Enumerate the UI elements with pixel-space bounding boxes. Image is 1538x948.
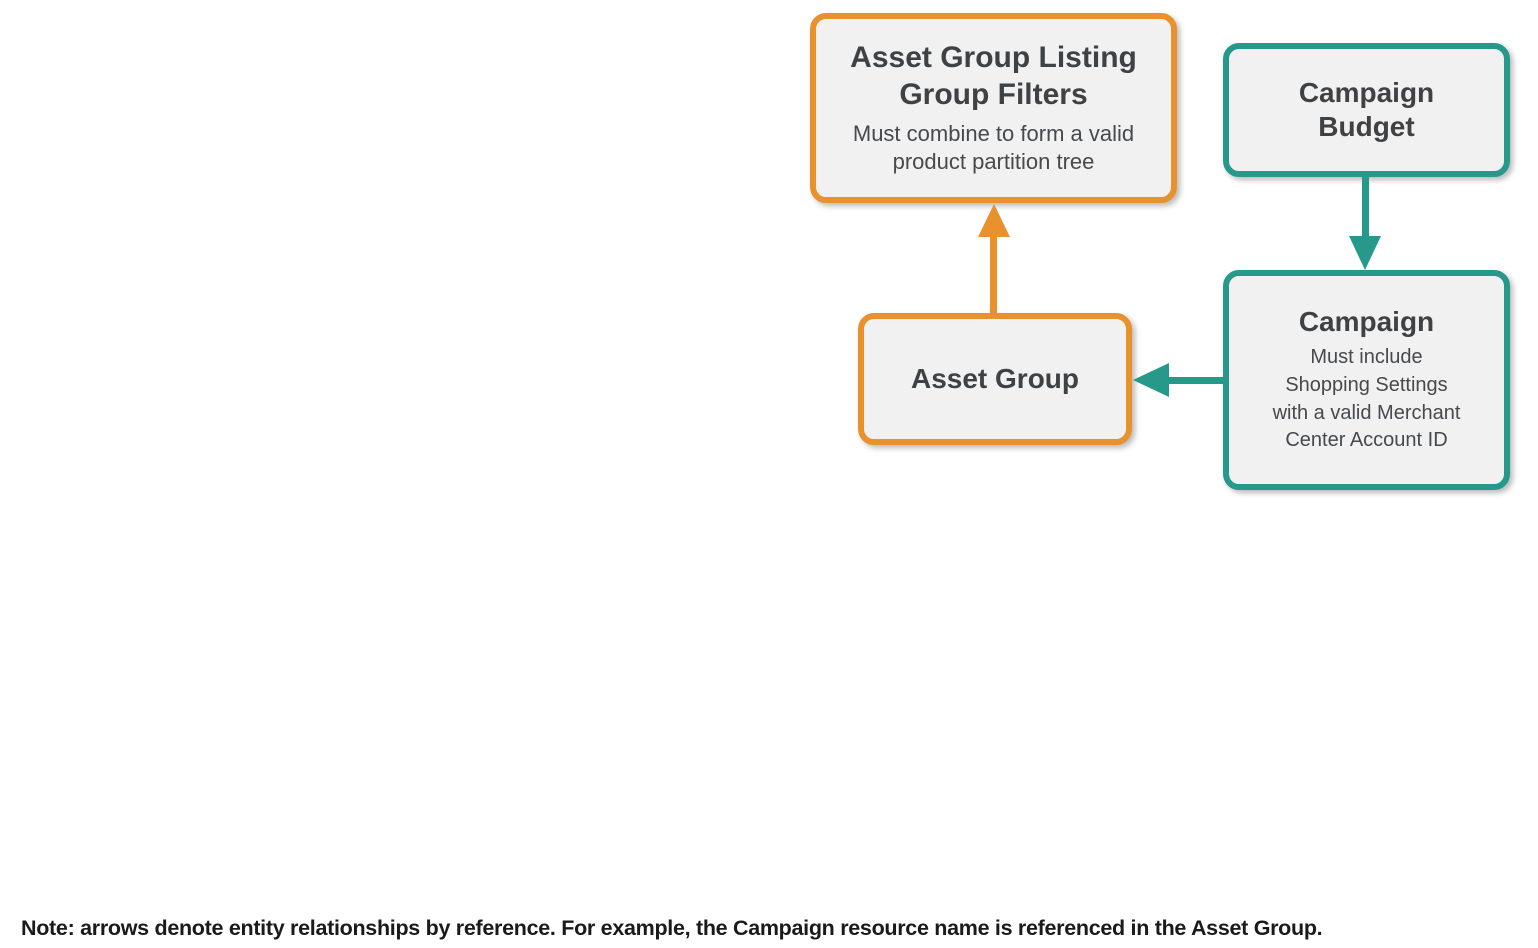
node-asset-group-listing-group-filters: Asset Group Listing Group Filters Must c… bbox=[810, 13, 1177, 203]
node-title: Asset Group bbox=[910, 362, 1080, 394]
arrow-stem bbox=[990, 234, 997, 313]
arrow-stem bbox=[1362, 177, 1369, 238]
node-subtitle: Must combine to form a valid product par… bbox=[852, 121, 1135, 175]
node-campaign: Campaign Must include Shopping Settings … bbox=[1223, 270, 1510, 490]
arrow-up-head-icon bbox=[978, 204, 1010, 237]
node-title: Campaign Budget bbox=[1298, 76, 1435, 142]
arrow-stem bbox=[1165, 377, 1223, 384]
arrow-down-head-icon bbox=[1349, 236, 1381, 270]
arrow-left-head-icon bbox=[1133, 363, 1169, 397]
node-title: Asset Group Listing Group Filters bbox=[850, 40, 1137, 111]
footnote: Note: arrows denote entity relationships… bbox=[21, 916, 1323, 940]
node-asset-group: Asset Group bbox=[858, 313, 1132, 445]
node-subtitle: Must include Shopping Settings with a va… bbox=[1272, 346, 1461, 452]
node-title: Campaign bbox=[1298, 306, 1435, 338]
node-campaign-budget: Campaign Budget bbox=[1223, 43, 1510, 177]
